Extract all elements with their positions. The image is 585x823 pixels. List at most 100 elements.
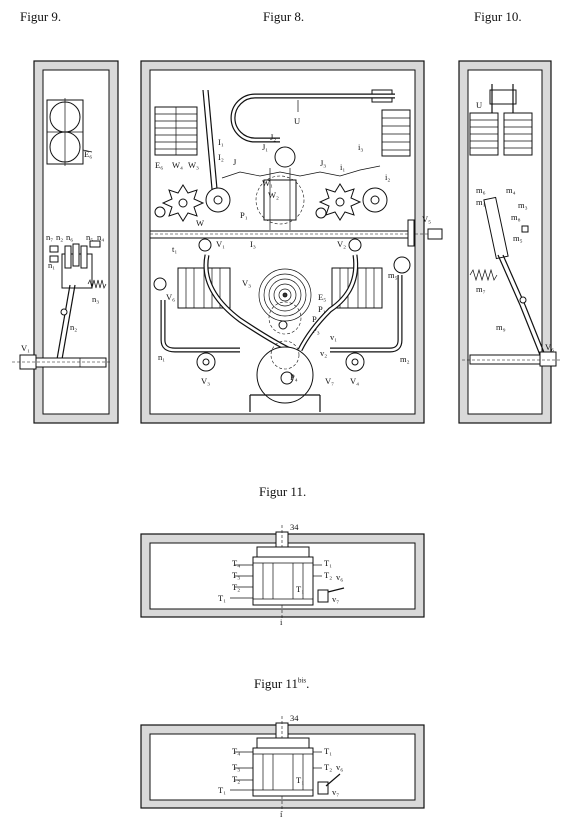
caption-figure-9: Figur 9. bbox=[20, 9, 62, 24]
fig8-label-e6: E₆ bbox=[155, 160, 163, 170]
caption-figure-8: Figur 8. bbox=[263, 9, 305, 24]
fig8-label-v2: V₂ bbox=[337, 239, 346, 249]
fig10-label-m3: m₃ bbox=[518, 200, 528, 210]
fig11-label-i: i bbox=[280, 617, 283, 627]
fig8-label-i1: I₁ bbox=[218, 137, 224, 147]
fig9-label-n2b: n₂ bbox=[70, 322, 77, 332]
fig9-label-v1: V₁ bbox=[21, 343, 30, 353]
fig8-label-j: J bbox=[233, 157, 237, 167]
fig11bis-label-tc: T₁ bbox=[296, 775, 304, 785]
fig8-label-v1: V₁ bbox=[216, 239, 225, 249]
fig11-label-ta: T₁ bbox=[324, 558, 332, 568]
fig8-label-m5: m₅ bbox=[388, 270, 398, 280]
fig8-label-i2: I₂ bbox=[218, 152, 224, 162]
caption-figure-10: Figur 10. bbox=[474, 9, 522, 24]
fig11bis-label-ta: T₁ bbox=[324, 746, 332, 756]
figure-11: 34 T₄ T₃ T₂ T₁ T₁ T₂ T₁ v₆ v₇ i bbox=[140, 522, 425, 627]
fig8-label-i3: i₃ bbox=[358, 142, 363, 152]
fig8-label-j1: J₁ bbox=[262, 142, 268, 152]
fig8-label-n1: n₁ bbox=[158, 352, 165, 362]
fig8-label-v3a: V₃ bbox=[242, 278, 251, 288]
fig8-label-j2: J₂ bbox=[270, 132, 276, 142]
fig11bis-label-t2: T₂ bbox=[232, 774, 240, 784]
fig11bis-label-tb: T₂ bbox=[324, 762, 332, 772]
figure-8: U I₁ I₂ J₁ J₂ J E₆ W₄ W₃ W₁ W₂ W bbox=[140, 60, 443, 424]
figure-9: E₆ n₇ n₂ n₆ n₅ n₄ n₁ n₃ n₂ V₁ bbox=[12, 60, 119, 424]
fig9-spring bbox=[87, 278, 107, 290]
fig8-label-v1b: v₁ bbox=[330, 332, 337, 342]
fig8-label-e5: E₅ bbox=[318, 292, 326, 302]
fig9-label-e6: E₆ bbox=[84, 149, 92, 159]
fig10-label-v6: V₆ bbox=[545, 342, 554, 352]
fig9-label-n7: n₇ bbox=[46, 232, 53, 242]
fig8-central-wheel bbox=[255, 175, 305, 225]
fig11-label-t2: T₂ bbox=[232, 582, 240, 592]
fig10-label-m1: m₁ bbox=[476, 197, 486, 207]
fig10-label-m4: m₄ bbox=[506, 185, 516, 195]
fig8-label-p1: P₁ bbox=[240, 210, 248, 220]
fig8-star-wheel-right bbox=[318, 183, 362, 221]
fig9-label-n2: n₂ bbox=[56, 232, 63, 242]
fig11-drum bbox=[252, 556, 314, 606]
fig11bis-label-v6: v₆ bbox=[336, 762, 343, 772]
fig10-shaft bbox=[469, 354, 541, 365]
fig10-label-m8: m₈ bbox=[511, 212, 521, 222]
figure-11bis: 34 T₄ T₃ T₂ T₁ T₁ T₂ T₁ v₆ v₇ i bbox=[140, 713, 425, 819]
fig9-label-n5: n₅ bbox=[86, 232, 93, 242]
fig11bis-label-34: 34 bbox=[290, 713, 299, 723]
fig11bis-drum bbox=[252, 747, 314, 797]
fig11bis-label-t3: T₃ bbox=[232, 762, 240, 772]
fig8-label-w4: W₄ bbox=[172, 160, 183, 170]
fig9-label-n1: n₁ bbox=[48, 260, 55, 270]
fig8-label-v4: V₄ bbox=[350, 376, 359, 386]
fig8-label-v3: V₃ bbox=[201, 376, 210, 386]
caption-figure-11: Figur 11. bbox=[259, 484, 307, 499]
fig8-main-shaft bbox=[149, 230, 409, 239]
fig8-label-p3: P₃ bbox=[312, 325, 320, 335]
fig8-label-i2: i₂ bbox=[385, 172, 390, 182]
fig8-label-i1: i₁ bbox=[340, 162, 345, 172]
fig10-label-m5: m₅ bbox=[513, 233, 523, 243]
fig8-label-v7: V₇ bbox=[325, 376, 334, 386]
caption-figure-11bis: Figur 11bis. bbox=[254, 676, 310, 691]
fig11-label-t4: T₄ bbox=[232, 558, 240, 568]
fig8-label-v5: V₅ bbox=[422, 214, 431, 224]
fig8-label-w1: W₁ bbox=[262, 178, 273, 188]
fig8-label-i3b: I₃ bbox=[250, 239, 256, 249]
fig9-shaft bbox=[35, 357, 107, 368]
fig10-label-m6: m₆ bbox=[476, 185, 486, 195]
fig8-label-j3: J₃ bbox=[320, 158, 326, 168]
fig10-label-m9: m₉ bbox=[496, 322, 506, 332]
fig8-label-w3: W₃ bbox=[188, 160, 199, 170]
fig8-label-u: U bbox=[294, 116, 300, 126]
fig11bis-label-i: i bbox=[280, 809, 283, 819]
fig11-label-tb: T₂ bbox=[324, 570, 332, 580]
fig11-label-v7: v₇ bbox=[332, 594, 339, 604]
fig8-label-w: W bbox=[196, 218, 204, 228]
fig10-arm bbox=[483, 196, 509, 260]
fig8-coil-right bbox=[381, 109, 411, 157]
fig11bis-label-t1: T₁ bbox=[218, 785, 226, 795]
fig11-label-v6: v₆ bbox=[336, 572, 343, 582]
fig8-label-p4: P₄ bbox=[290, 372, 298, 382]
fig9-label-n3: n₃ bbox=[92, 294, 99, 304]
fig8-star-wheel-left bbox=[161, 184, 205, 222]
fig11-label-34: 34 bbox=[290, 522, 299, 532]
fig8-label-p1b: P₁ bbox=[318, 304, 326, 314]
fig8-label-t1: t₁ bbox=[172, 244, 177, 254]
fig11bis-label-t4: T₄ bbox=[232, 746, 240, 756]
fig11bis-label-v7: v₇ bbox=[332, 787, 339, 797]
fig11-label-tc: T₁ bbox=[296, 584, 304, 594]
fig8-label-m2: m₂ bbox=[400, 354, 410, 364]
fig10-label-u: U bbox=[476, 100, 482, 110]
fig8-label-v6: V₆ bbox=[166, 292, 175, 302]
fig11-label-t3: T₃ bbox=[232, 570, 240, 580]
fig9-label-n4: n₄ bbox=[97, 232, 104, 242]
fig10-label-m7: m₇ bbox=[476, 284, 486, 294]
figure-10: U m₆ m₄ m₁ m₃ m₈ m₅ m₇ m₉ V₆ bbox=[458, 60, 562, 424]
fig11-label-t1: T₁ bbox=[218, 593, 226, 603]
fig8-label-w2: W₂ bbox=[268, 190, 279, 200]
fig9-label-n6: n₆ bbox=[66, 232, 73, 242]
fig8-label-p2: P₂ bbox=[312, 314, 320, 324]
